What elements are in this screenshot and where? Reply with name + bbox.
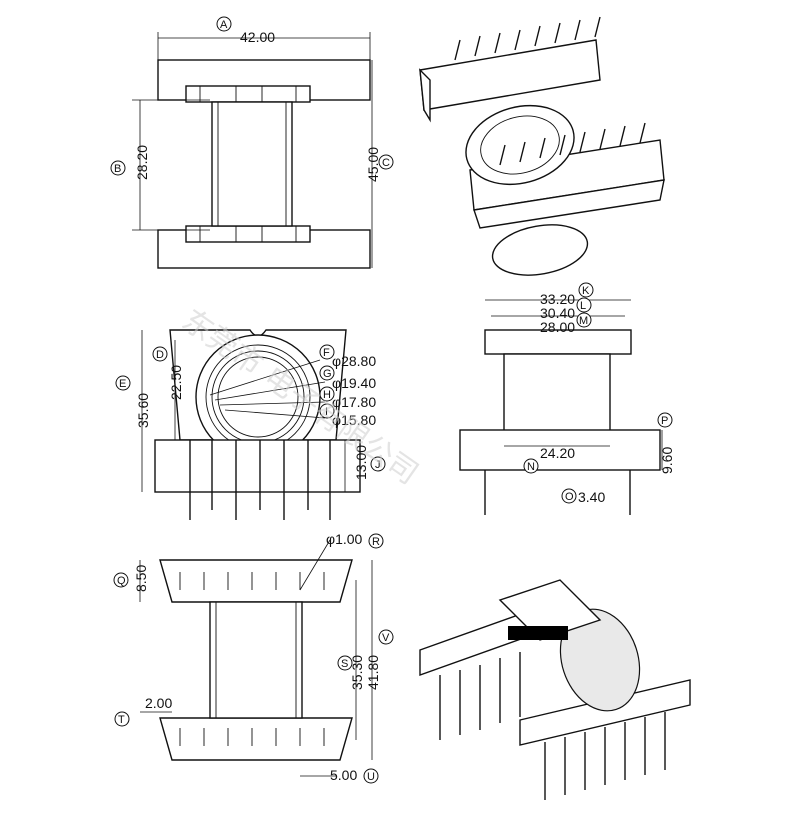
svg-text:B: B — [114, 163, 121, 175]
callout-p: P — [657, 412, 673, 428]
svg-text:R: R — [372, 536, 380, 548]
svg-text:C: C — [382, 157, 390, 169]
redaction-bar — [508, 626, 568, 640]
callout-n: N — [523, 458, 539, 474]
svg-text:D: D — [156, 349, 164, 361]
callout-f: F — [319, 344, 335, 360]
dim-m-value: 28.00 — [540, 319, 575, 335]
svg-text:O: O — [565, 491, 574, 503]
svg-text:T: T — [118, 714, 125, 726]
callout-h: H — [319, 386, 335, 402]
svg-text:N: N — [527, 461, 535, 473]
callout-o: O — [561, 488, 577, 504]
bottom-core-tube — [209, 601, 303, 719]
iso-view-bottom — [419, 579, 691, 800]
svg-text:A: A — [220, 19, 228, 31]
svg-text:Q: Q — [117, 575, 126, 587]
callout-j: J — [370, 456, 386, 472]
dim-i-value: φ15.80 — [332, 412, 376, 428]
dim-s-value: 35.30 — [349, 655, 365, 690]
bottom-pin-row — [185, 225, 311, 243]
dim-k-value: 33.20 — [540, 291, 575, 307]
dim-v-value: 41.80 — [365, 655, 381, 690]
bottom-view: 8.50 φ1.00 35.30 41.80 2.00 5.00 — [133, 531, 381, 783]
callout-b: B — [110, 160, 126, 176]
dim-u-value: 5.00 — [330, 767, 357, 783]
dim-c-value: 45.00 — [365, 147, 381, 182]
front-view: 35.60 22.50 φ28.80 φ19.40 φ17.80 φ15.80 … — [135, 329, 376, 520]
front-base — [154, 439, 361, 493]
svg-text:K: K — [582, 285, 590, 297]
svg-text:E: E — [119, 378, 126, 390]
dim-b-value: 28.20 — [134, 145, 150, 180]
callout-c: C — [378, 154, 394, 170]
dim-d-value: 22.50 — [168, 365, 184, 400]
top-view: 42.00 28.20 45.00 — [132, 29, 381, 269]
dim-q-value: 8.50 — [133, 565, 149, 592]
callout-q: Q — [113, 572, 129, 588]
dim-j-value: 13.00 — [353, 445, 369, 480]
dim-n-value: 24.20 — [540, 445, 575, 461]
dim-a-value: 42.00 — [240, 29, 275, 45]
callout-t: T — [114, 711, 130, 727]
dim-o-value: 3.40 — [578, 489, 605, 505]
callout-i: I — [319, 403, 335, 419]
callout-e: E — [115, 375, 131, 391]
callout-r: R — [368, 533, 384, 549]
svg-text:M: M — [579, 315, 588, 327]
svg-text:H: H — [323, 389, 331, 401]
callout-u: U — [363, 768, 379, 784]
callout-v: V — [378, 629, 394, 645]
dim-r-value: φ1.00 — [326, 531, 363, 547]
svg-text:L: L — [580, 300, 586, 312]
dim-p-value: 9.60 — [659, 447, 675, 474]
callout-g: G — [319, 365, 335, 381]
dim-l-value: 30.40 — [540, 305, 575, 321]
svg-text:J: J — [375, 459, 381, 471]
callout-s: S — [337, 655, 353, 671]
callout-a: A — [216, 16, 232, 32]
iso-view-top — [419, 16, 665, 276]
svg-text:F: F — [323, 347, 330, 359]
svg-text:U: U — [367, 771, 375, 783]
callout-l: L — [576, 297, 592, 313]
callout-d: D — [152, 346, 168, 362]
callout-k: K — [578, 282, 594, 298]
svg-text:I: I — [325, 406, 328, 418]
side-view: 33.20 30.40 28.00 24.20 9.60 3.40 — [459, 291, 675, 515]
dim-e-value: 35.60 — [135, 393, 151, 428]
dim-g-value: φ19.40 — [332, 375, 376, 391]
callout-m: M — [576, 312, 592, 328]
dim-h-value: φ17.80 — [332, 394, 376, 410]
svg-text:P: P — [661, 415, 668, 427]
core-tube — [211, 101, 293, 227]
svg-text:G: G — [323, 368, 332, 380]
dim-t-value: 2.00 — [145, 695, 172, 711]
svg-text:S: S — [341, 658, 348, 670]
svg-text:V: V — [382, 632, 390, 644]
dim-f-value: φ28.80 — [332, 353, 376, 369]
callout-circles: A B C D E F G H I J K L M N O P Q R S T … — [110, 16, 673, 784]
